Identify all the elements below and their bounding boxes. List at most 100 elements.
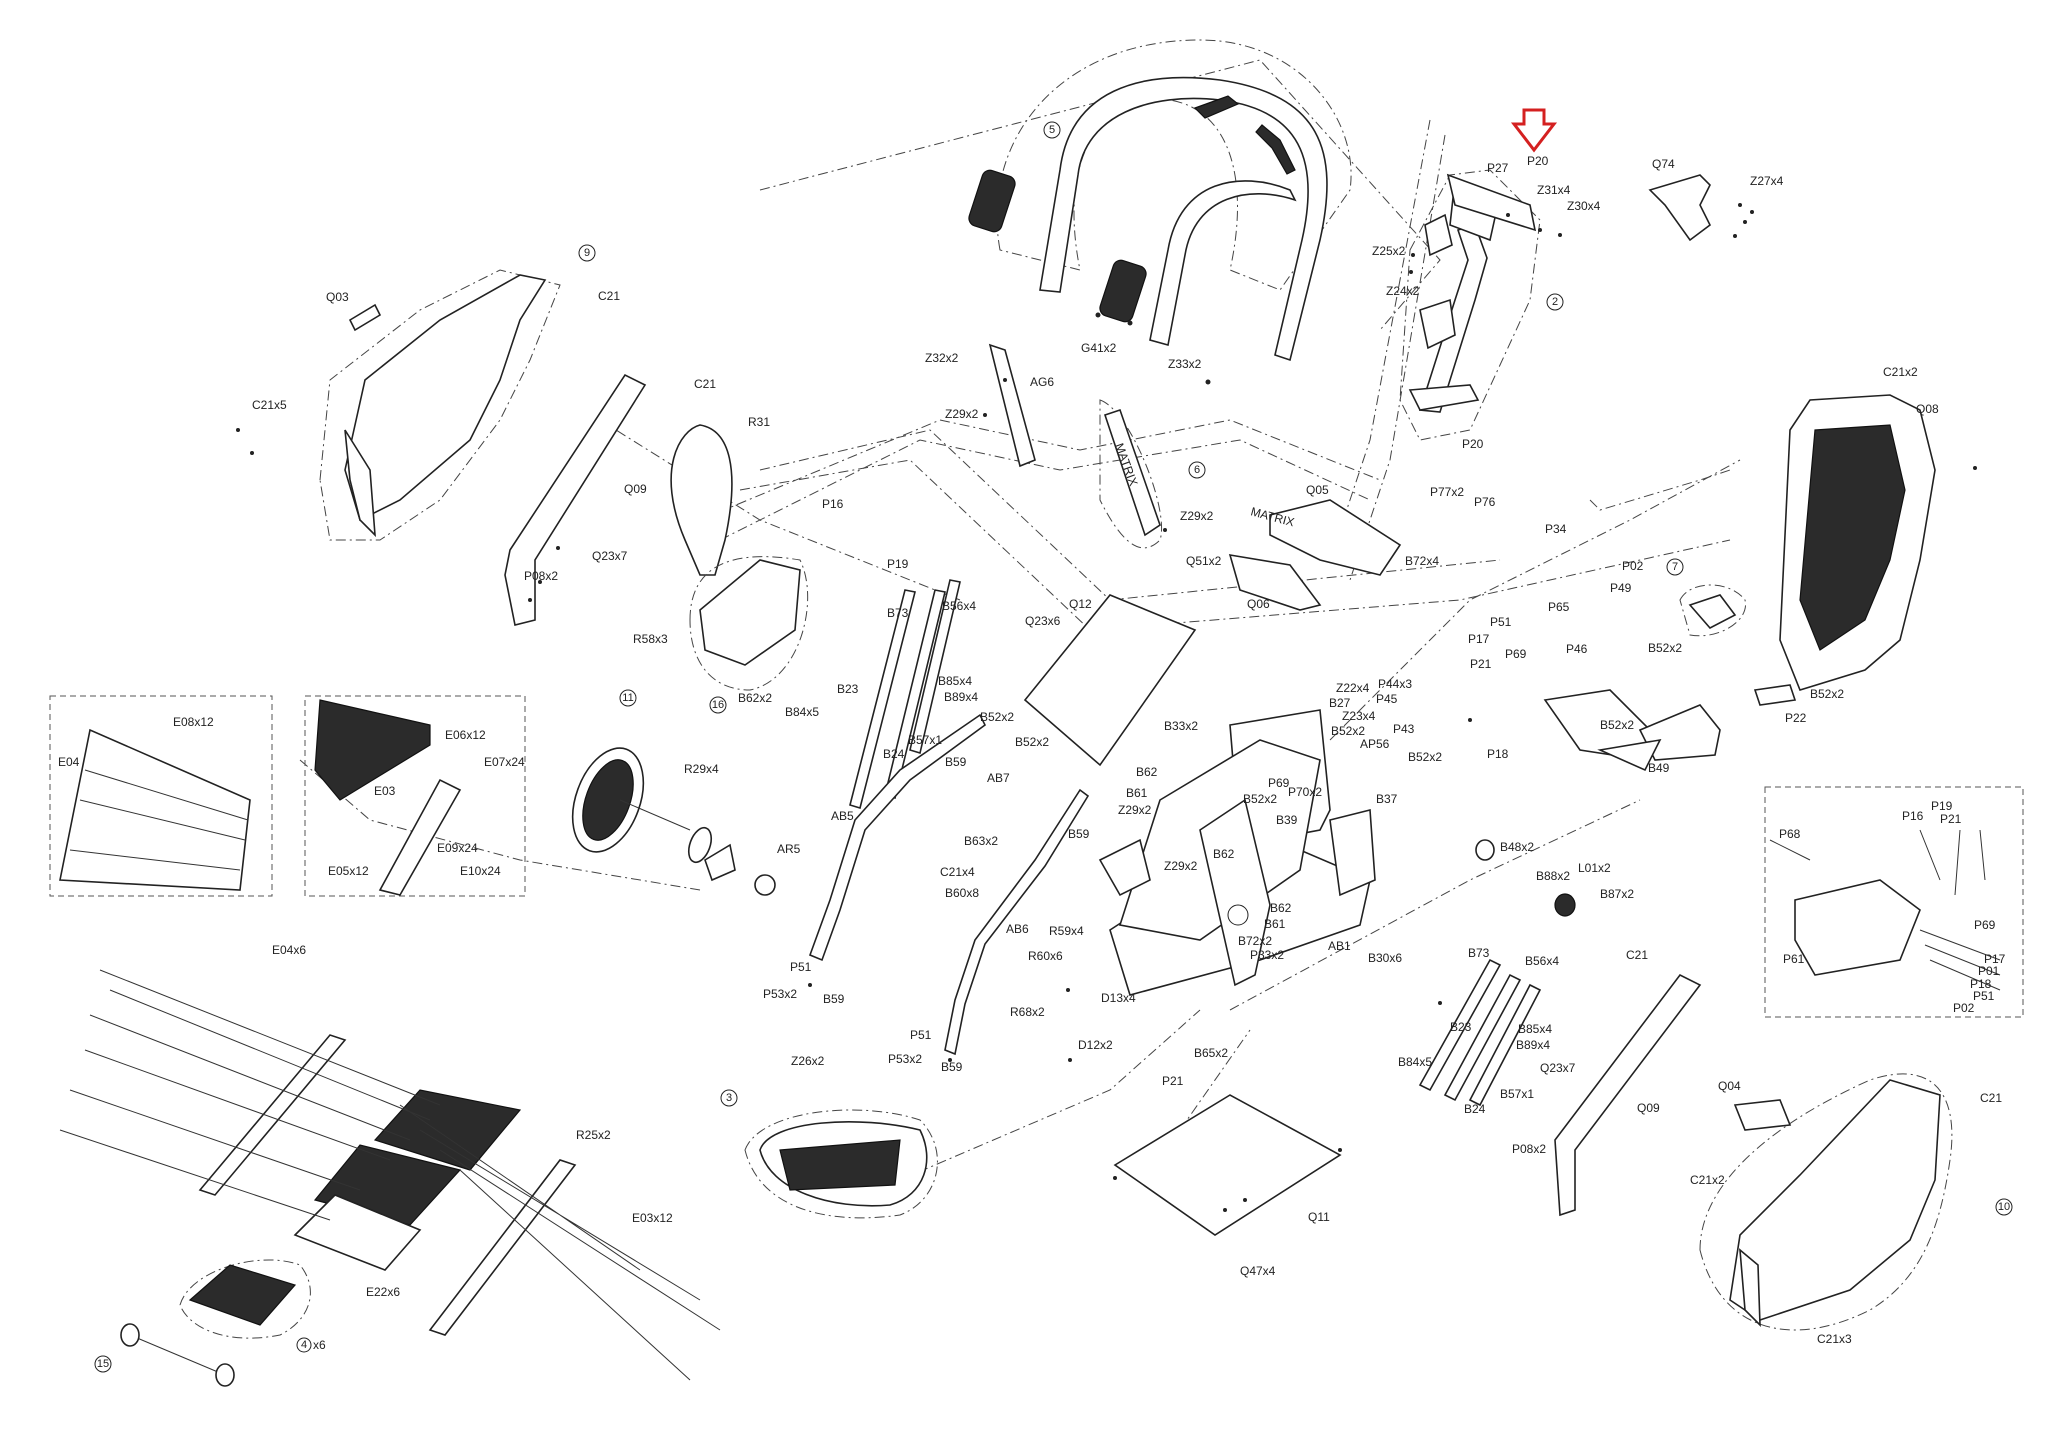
label-r60x6: R60x6 <box>1028 949 1063 963</box>
highlight-arrow <box>1510 108 1558 153</box>
label-z29x2-b: Z29x2 <box>1180 509 1214 523</box>
label-l01x2: L01x2 <box>1578 861 1611 875</box>
panel-q12 <box>1023 594 1197 767</box>
label-p16-box: P16 <box>1902 809 1924 823</box>
left-shroud-assembly: 9 <box>319 244 596 541</box>
label-b48x2: B48x2 <box>1500 840 1534 854</box>
label-z29x2-a: Z29x2 <box>945 407 979 421</box>
callout-10-number: 10 <box>1998 1201 2010 1213</box>
callout-7-number: 7 <box>1672 561 1678 573</box>
label-c21-a: C21 <box>598 289 620 303</box>
label-p69-top: P69 <box>1505 647 1527 661</box>
callout-16-number: 16 <box>712 699 724 711</box>
callout-2-number: 2 <box>1552 296 1558 308</box>
label-c21x5: C21x5 <box>252 398 287 412</box>
label-d13x4: D13x4 <box>1101 991 1136 1005</box>
label-q47x4: Q47x4 <box>1240 1264 1276 1278</box>
label-b88x2: B88x2 <box>1536 869 1570 883</box>
label-b73-a: B73 <box>887 606 909 620</box>
label-b60x8: B60x8 <box>945 886 979 900</box>
label-z32x2: Z32x2 <box>925 351 959 365</box>
label-p53x2-a: P53x2 <box>763 987 797 1001</box>
label-p43: P43 <box>1393 722 1415 736</box>
label-p20-top: P20 <box>1527 154 1549 168</box>
label-b57x1-b: B57x1 <box>1500 1087 1534 1101</box>
label-p69-box: P69 <box>1974 918 1996 932</box>
label-q11: Q11 <box>1308 1210 1330 1224</box>
label-p61: P61 <box>1783 952 1805 966</box>
label-p02-box: P02 <box>1953 1001 1975 1015</box>
console-cover <box>1228 499 1402 611</box>
label-g41x2: G41x2 <box>1081 341 1117 355</box>
label-b52x2-h: B52x2 <box>1015 735 1049 749</box>
label-p18-mid: P18 <box>1487 747 1509 761</box>
fastener-dots <box>236 378 1977 1212</box>
right-side-bar-q09 <box>1554 973 1702 1217</box>
label-p77x2: P77x2 <box>1430 485 1464 499</box>
label-p65: P65 <box>1548 600 1570 614</box>
label-b84x5-b: B84x5 <box>1398 1055 1432 1069</box>
label-b30x6: B30x6 <box>1368 951 1402 965</box>
label-e07x24: E07x24 <box>484 755 525 769</box>
label-ar5: AR5 <box>777 842 801 856</box>
label-b24-b: B24 <box>1464 1102 1486 1116</box>
bracket-7: 7 <box>1666 558 1797 706</box>
label-b72x4: B72x4 <box>1405 554 1439 568</box>
label-c21x2-bot: C21x2 <box>1690 1173 1725 1187</box>
label-b62x2: B62x2 <box>738 691 772 705</box>
callout-5-number: 5 <box>1049 124 1055 136</box>
label-b87x2: B87x2 <box>1600 887 1634 901</box>
label-r25x2: R25x2 <box>576 1128 611 1142</box>
label-c21-d: C21 <box>1980 1091 2002 1105</box>
label-b23-a: B23 <box>837 682 859 696</box>
label-e05x12: E05x12 <box>328 864 369 878</box>
label-c21x4: C21x4 <box>940 865 975 879</box>
slide-rails-right <box>1418 958 1542 1107</box>
main-frame <box>1098 709 1376 996</box>
label-p76: P76 <box>1474 495 1496 509</box>
label-r68x2: R68x2 <box>1010 1005 1045 1019</box>
foot-pedal-assembly: 3 <box>720 1089 938 1219</box>
label-p08x2-right: P08x2 <box>1512 1142 1546 1156</box>
label-b23-b: B23 <box>1450 1020 1472 1034</box>
label-b59-d: B59 <box>941 1060 963 1074</box>
left-side-bar-q09 <box>504 373 647 626</box>
label-p68: P68 <box>1779 827 1801 841</box>
callout-7 <box>1666 558 1684 576</box>
label-z25x2: Z25x2 <box>1372 244 1406 258</box>
label-b27: B27 <box>1329 696 1351 710</box>
label-ab5: AB5 <box>831 809 854 823</box>
label-p17-box: P17 <box>1984 952 2006 966</box>
label-p45: P45 <box>1376 692 1398 706</box>
label-b89x4-a: B89x4 <box>944 690 978 704</box>
lower-arms <box>808 713 1090 1056</box>
label-q51x2: Q51x2 <box>1186 554 1222 568</box>
label-ag6: AG6 <box>1030 375 1054 389</box>
callout-11 <box>619 689 637 707</box>
label-b52x2-a: B52x2 <box>1648 641 1682 655</box>
drive-wheel: 11 <box>571 689 776 896</box>
label-b52x2-g: B52x2 <box>980 710 1014 724</box>
label-z30x4: Z30x4 <box>1567 199 1601 213</box>
label-b61-a: B61 <box>1126 786 1148 800</box>
label-p16: P16 <box>822 497 844 511</box>
label-e03: E03 <box>374 784 396 798</box>
part-labels: Z31x4 Z30x4 P27 P20 Q74 Z27x4 Z25x2 Z24x… <box>58 154 2006 1352</box>
label-p20: P20 <box>1462 437 1484 451</box>
label-b49: B49 <box>1648 761 1670 775</box>
label-b85x4-a: B85x4 <box>938 674 972 688</box>
floor-plate-q11 <box>1113 1094 1342 1236</box>
label-b37: B37 <box>1376 792 1398 806</box>
bracket-b49 <box>1543 689 1721 772</box>
label-b89x4-b: B89x4 <box>1516 1038 1550 1052</box>
callout-9-number: 9 <box>584 247 590 259</box>
label-p17-top: P17 <box>1468 632 1490 646</box>
inset-control-board <box>1764 786 2024 1018</box>
callout-3 <box>720 1089 738 1107</box>
label-b62-c: B62 <box>1270 901 1292 915</box>
callout-6-number: 6 <box>1194 464 1200 476</box>
front-shroud-q08 <box>1779 394 1936 691</box>
label-ab1: AB1 <box>1328 939 1351 953</box>
label-b85x4-b: B85x4 <box>1518 1022 1552 1036</box>
